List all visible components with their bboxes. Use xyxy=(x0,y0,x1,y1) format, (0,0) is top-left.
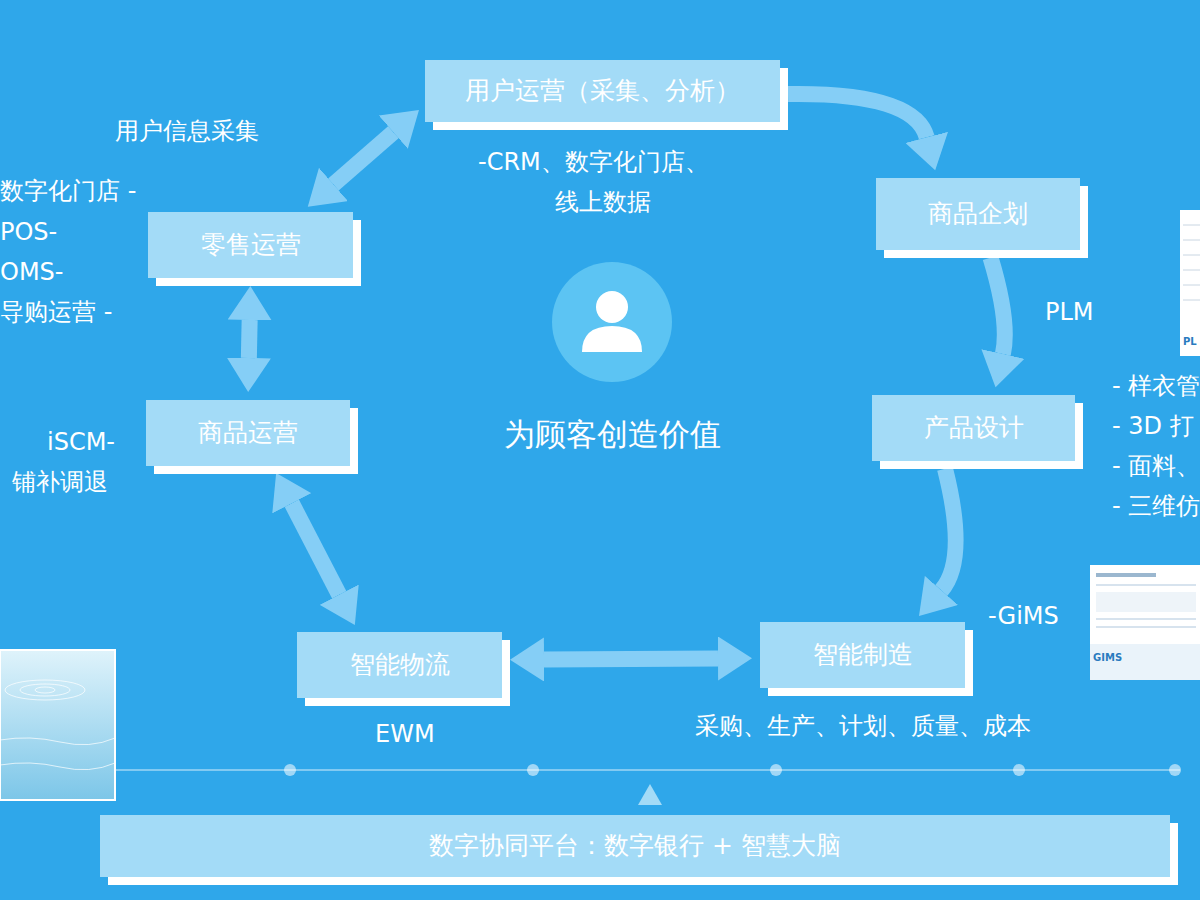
annotation-text: - 面料、 xyxy=(1112,452,1200,481)
flow-arrow xyxy=(991,258,1005,354)
process-box: 用户运营（采集、分析） xyxy=(425,60,780,122)
box-label: 零售运营 xyxy=(201,230,301,260)
annotation-text: -CRM、数字化门店、 xyxy=(478,148,709,177)
screenshot-lines xyxy=(1183,225,1200,300)
annotation-text: EWM xyxy=(375,720,435,749)
annotation-text: POS- xyxy=(0,218,57,247)
platform-pointer xyxy=(638,784,662,805)
annotation-text: 数字化门店 - xyxy=(0,177,136,206)
box-label: 商品企划 xyxy=(928,199,1028,229)
box-label: 用户运营（采集、分析） xyxy=(465,76,740,106)
box-label: 智能物流 xyxy=(350,650,450,680)
annotation-text: iSCM- xyxy=(47,428,115,457)
flow-arrow xyxy=(292,503,339,594)
box-label: 数字协同平台：数字银行 + 智慧大脑 xyxy=(429,831,841,861)
box-label: 产品设计 xyxy=(924,413,1024,443)
box-label: 智能制造 xyxy=(813,640,913,670)
person-icon xyxy=(552,262,672,382)
annotation-text: - 样衣管 xyxy=(1112,372,1200,401)
annotation-text: -GiMS xyxy=(988,602,1059,631)
annotation-text: GIMS xyxy=(1093,652,1122,664)
process-box: 智能制造 xyxy=(760,622,965,688)
flow-arrow xyxy=(788,94,927,137)
annotation-text: - 三维仿 xyxy=(1112,492,1200,521)
annotation-text: - 3D 打 xyxy=(1112,412,1194,441)
annotation-text: 线上数据 xyxy=(555,188,651,217)
process-box: 商品企划 xyxy=(876,178,1080,250)
flow-arrow xyxy=(941,469,955,591)
process-box: 产品设计 xyxy=(872,395,1075,461)
arrow-label: PLM xyxy=(1045,298,1094,326)
center-text: 为顾客创造价值 xyxy=(452,414,772,456)
annotation-text: 导购运营 - xyxy=(0,298,112,327)
flow-arrow xyxy=(544,651,718,668)
annotation-text: PL xyxy=(1183,336,1197,348)
gims-screenshot xyxy=(1090,565,1200,680)
annotation-text: OMS- xyxy=(0,258,64,287)
arrow-label: 用户信息采集 xyxy=(115,115,259,147)
annotation-text: 采购、生产、计划、质量、成本 xyxy=(695,712,1031,741)
center-circle: 为顾客创造价值 xyxy=(552,262,672,382)
box-label: 商品运营 xyxy=(198,418,298,448)
ripple xyxy=(0,680,115,770)
process-box: 数字协同平台：数字银行 + 智慧大脑 xyxy=(100,815,1170,877)
flow-arrow xyxy=(241,320,258,358)
plm-screenshot xyxy=(1180,210,1200,356)
screenshot-content xyxy=(1090,573,1200,680)
water-picture xyxy=(0,650,115,800)
process-box: 零售运营 xyxy=(148,212,353,278)
process-box: 智能物流 xyxy=(297,632,502,698)
process-box: 商品运营 xyxy=(146,400,350,466)
annotation-text: 铺补调退 xyxy=(12,468,108,497)
flow-arrow xyxy=(333,132,393,184)
timeline-dot xyxy=(284,764,1181,776)
